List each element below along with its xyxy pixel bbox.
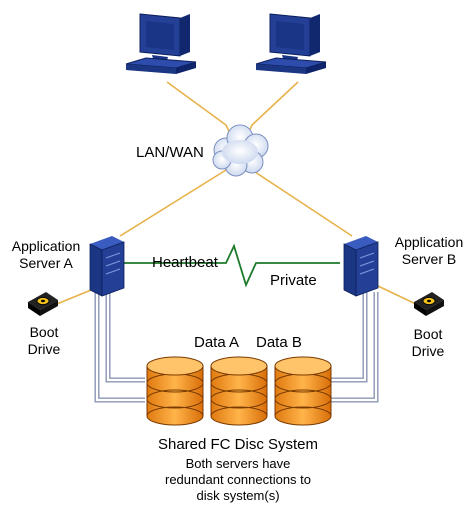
heartbeat-link [124,243,340,288]
fc-link-b-outer [325,292,379,403]
boot-drive-a-label: Boot Drive [18,324,70,358]
boot-drive-a-icon [28,292,58,316]
storage-note-line3: disk system(s) [196,488,280,503]
heartbeat-label: Heartbeat [152,254,218,271]
boot-drive-a-label-line2: Drive [27,341,61,357]
workstation-left-icon [125,13,197,74]
disk-stack-center-icon [210,356,268,426]
server-a-label-line2: Server A [19,255,73,271]
server-a-icon [89,236,125,297]
server-a-label: Application Server A [2,238,90,272]
fc-link-a-inner-core [106,292,145,382]
data-a-label: Data A [194,334,240,351]
data-b-label: Data B [256,334,302,351]
fc-link-b-inner-core [325,292,367,382]
fc-link-b-outer-core [325,292,378,402]
storage-note-line2: redundant connections to [165,472,311,487]
storage-title: Shared FC Disc System [157,436,319,453]
server-a-label-line1: Application [11,238,81,254]
workstation-right-icon [255,13,327,74]
boot-drive-a-label-line1: Boot [29,324,59,340]
fc-link-a-outer-core [95,292,145,402]
lan-wan-label: LAN/WAN [136,144,204,161]
storage-note: Both servers have redundant connections … [120,456,356,504]
disk-stack-left-icon [146,356,204,426]
disk-stack-right-icon [274,356,332,426]
server-b-label-line2: Server B [401,251,457,267]
lan-wan-cloud-icon [212,124,269,177]
fc-link-a-inner [105,292,145,383]
link-workstation-right [245,81,299,139]
link-cloud-server-b [251,169,353,237]
link-cloud-server-a [119,169,227,237]
boot-drive-b-label-line2: Drive [411,343,445,359]
boot-drive-b-label: Boot Drive [400,326,456,360]
server-b-icon [343,236,379,297]
storage-note-line1: Both servers have [185,456,291,471]
link-boot-drive-a [51,287,97,307]
server-b-label: Application Server B [384,234,474,268]
boot-drive-b-label-line1: Boot [413,326,443,342]
private-label: Private [270,272,317,289]
link-boot-drive-b [377,285,421,307]
boot-drive-b-icon [414,292,444,316]
link-workstation-left [166,81,234,141]
fc-links [94,292,379,403]
server-b-label-line1: Application [394,234,464,250]
fc-link-a-outer [94,292,145,403]
